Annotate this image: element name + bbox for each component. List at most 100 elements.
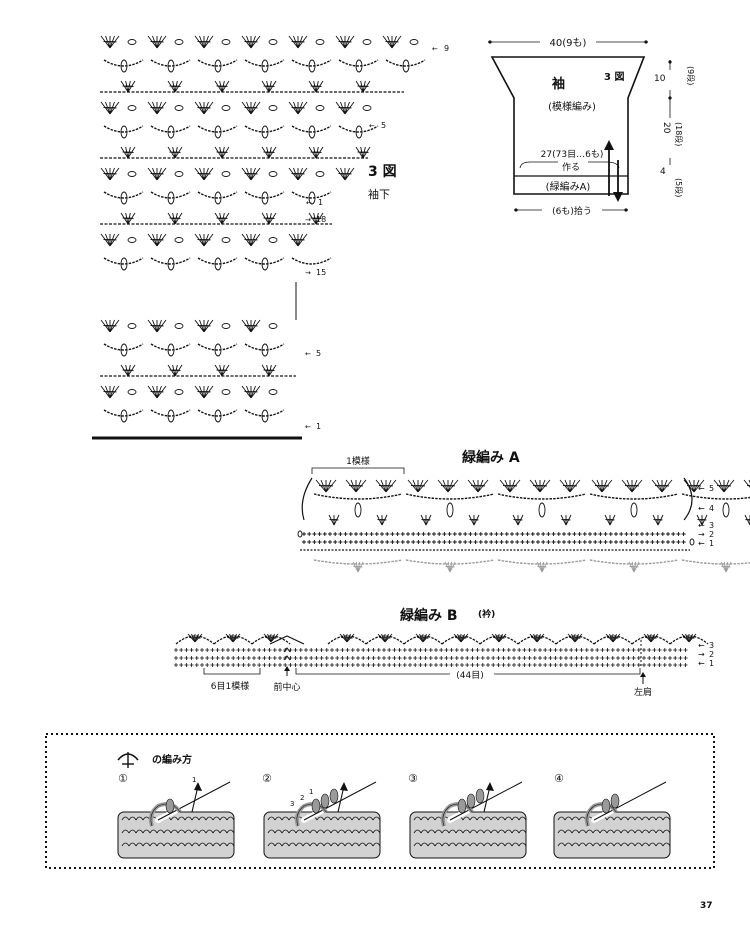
chain-oval	[221, 323, 231, 329]
chain-arc	[150, 343, 191, 351]
row-mark-4: 4	[709, 504, 714, 513]
edge-turn	[301, 477, 313, 521]
chart-subtitle: 袖下	[368, 187, 390, 201]
fan-stitch	[241, 233, 261, 247]
pattern-label: (模様編み)	[548, 100, 596, 113]
chain-arc	[150, 409, 191, 417]
dotted-frame	[45, 733, 715, 869]
single-crochet-row	[302, 540, 686, 544]
fan-stitch	[194, 385, 214, 399]
single-crochet-row	[302, 532, 686, 536]
chain-oval	[315, 105, 325, 111]
chain-oval	[315, 171, 325, 177]
chain-oval	[120, 191, 128, 205]
arrow-glyph: →	[305, 216, 311, 224]
chain-arc	[244, 409, 285, 417]
chain-oval	[722, 502, 730, 518]
fan-stitch	[415, 633, 431, 643]
fan-stitch	[100, 35, 120, 49]
fan-stitch	[263, 633, 279, 643]
chain-oval	[167, 409, 175, 423]
row-mark-18: 18	[316, 215, 326, 224]
fan-stitch	[288, 233, 308, 247]
row-mark-5: 5	[709, 484, 714, 493]
fan-stitch	[339, 633, 355, 643]
chain-arc	[313, 559, 403, 565]
fan-stitch	[194, 319, 214, 333]
loop-on-hook	[311, 798, 321, 814]
chain-oval	[221, 39, 231, 45]
chain-oval	[214, 191, 222, 205]
fan-stitch	[335, 101, 355, 115]
step-number-2: ②	[262, 772, 272, 785]
fan-stitch	[187, 633, 203, 643]
yarn-strand	[442, 803, 473, 827]
fan-stitch	[696, 514, 708, 526]
chain-oval	[268, 39, 278, 45]
chain-oval	[127, 323, 137, 329]
fan-stitch	[288, 35, 308, 49]
fan-stitch	[567, 633, 583, 643]
fan-stitch	[605, 633, 621, 643]
single-crochet-row	[174, 656, 688, 660]
dim-dot	[488, 40, 492, 44]
fan-stitch	[529, 479, 551, 493]
sleeve-stitch-chart: 9 5 1 18 15 5 1 ← ← ← → → ← ← 3 図 袖下	[92, 35, 449, 440]
step-number-1: ①	[118, 772, 128, 785]
fan-stitch	[591, 479, 613, 493]
chain-oval	[409, 39, 419, 45]
arrow-glyph: ←	[698, 521, 705, 530]
chain-arc	[197, 125, 238, 133]
arrow-glyph: →	[305, 269, 311, 277]
chain-oval	[261, 409, 269, 423]
chain-oval	[308, 191, 316, 205]
stitch-symbol-icon	[117, 752, 139, 768]
arrow-glyph: ←	[432, 45, 438, 53]
chain-oval	[268, 323, 278, 329]
page-number: 37	[700, 901, 713, 911]
dim-dot	[644, 40, 648, 44]
fan-stitch	[308, 80, 324, 93]
chain-oval	[120, 409, 128, 423]
arrow-icon	[486, 782, 494, 791]
fan-stitch	[100, 101, 120, 115]
chain-arc	[338, 125, 379, 133]
cast-on-count: 27(73目…6も)	[541, 149, 604, 160]
fan-stitch	[499, 479, 521, 493]
chain-oval	[261, 191, 269, 205]
arrow-up-icon	[640, 672, 646, 677]
chain-arc	[244, 257, 285, 265]
chain-arc	[103, 257, 144, 265]
fan-stitch	[643, 633, 659, 643]
chain-oval	[127, 39, 137, 45]
chain-oval	[174, 171, 184, 177]
howto-box: の編み方 ① ② ③ ④ 1 3 2 1	[45, 733, 715, 869]
loop-on-hook	[320, 793, 330, 809]
edging-b-chart: 緑編み B (衿) ← 3 → 2 ← 1 6目1模様 前中心 (44目) 左肩	[174, 607, 714, 698]
chain-arc	[197, 409, 238, 417]
arrow-glyph: ←	[306, 199, 312, 207]
fan-stitch	[288, 101, 308, 115]
chain-arc	[385, 59, 426, 67]
chain-oval	[120, 343, 128, 357]
chain-oval	[354, 502, 362, 518]
fan-stitch	[167, 364, 183, 377]
chain-oval	[167, 257, 175, 271]
fan-stitch	[167, 146, 183, 159]
edging-a-chart: 緑編み A 1模様 ← 5 ← 4 ← 3 → 2 ← 1	[297, 449, 750, 573]
chain-oval	[402, 59, 410, 73]
dim-dot	[514, 208, 518, 212]
chain-oval	[174, 389, 184, 395]
fan-stitch	[621, 479, 643, 493]
arrow-glyph: ←	[698, 659, 705, 668]
fan-stitch	[315, 479, 337, 493]
down-arrow-icon	[613, 192, 623, 202]
dim3-value: 4	[660, 167, 666, 177]
fan-stitch	[194, 233, 214, 247]
fan-stitch	[651, 479, 673, 493]
label-bg	[540, 35, 596, 49]
sleeve-schematic: 40(9も) 袖 3 図 (模様編み) 27(73目…6も) 作る (緑編みA)…	[488, 35, 696, 217]
chain-oval	[174, 323, 184, 329]
fan-stitch	[147, 167, 167, 181]
chain-oval	[221, 105, 231, 111]
